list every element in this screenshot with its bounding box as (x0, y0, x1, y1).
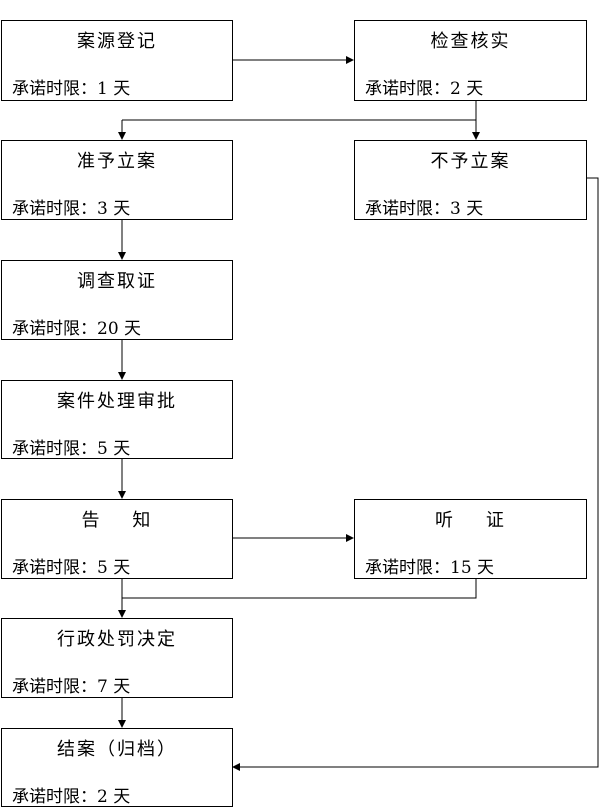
node-reject-title: 不予立案 (430, 151, 511, 172)
node-accept-title: 准予立案 (77, 151, 157, 172)
node-accept: 准予立案 承诺时限：3 天 (1, 140, 233, 220)
line-verify-branch (122, 100, 477, 121)
node-reject: 不予立案 承诺时限：3 天 (354, 140, 587, 220)
arrow-reject-to-close (232, 177, 599, 771)
node-verify-title: 检查核实 (430, 31, 511, 52)
node-hearing-title: 听 证 (435, 510, 506, 531)
node-close: 结案（归档） 承诺时限：2 天 (1, 728, 233, 807)
node-notify-limit: 承诺时限：5 天 (12, 558, 131, 578)
node-investigate: 调查取证 承诺时限：20 天 (1, 260, 233, 340)
node-hearing-limit: 承诺时限：15 天 (365, 558, 495, 578)
node-reject-limit: 承诺时限：3 天 (365, 199, 484, 219)
node-register-title: 案源登记 (77, 31, 157, 52)
node-notify-title: 告 知 (81, 510, 153, 531)
node-notify: 告 知 承诺时限：5 天 (1, 499, 233, 579)
node-investigate-title: 调查取证 (77, 271, 157, 292)
line-hearing-merge (122, 578, 477, 599)
node-approve-title: 案件处理审批 (57, 391, 177, 412)
node-accept-limit: 承诺时限：3 天 (12, 199, 131, 219)
node-register-limit: 承诺时限：1 天 (12, 79, 131, 99)
node-verify: 检查核实 承诺时限：2 天 (354, 20, 587, 101)
node-close-title: 结案（归档） (57, 739, 177, 760)
node-close-limit: 承诺时限：2 天 (12, 787, 131, 807)
node-approve-limit: 承诺时限：5 天 (12, 439, 131, 459)
node-decision-title: 行政处罚决定 (57, 629, 177, 650)
node-register: 案源登记 承诺时限：1 天 (1, 20, 233, 101)
node-decision-limit: 承诺时限：7 天 (12, 677, 131, 697)
node-verify-limit: 承诺时限：2 天 (365, 79, 484, 99)
node-investigate-limit: 承诺时限：20 天 (12, 319, 142, 339)
node-decision: 行政处罚决定 承诺时限：7 天 (1, 618, 233, 698)
node-hearing: 听 证 承诺时限：15 天 (354, 499, 587, 579)
node-approve: 案件处理审批 承诺时限：5 天 (1, 380, 233, 459)
